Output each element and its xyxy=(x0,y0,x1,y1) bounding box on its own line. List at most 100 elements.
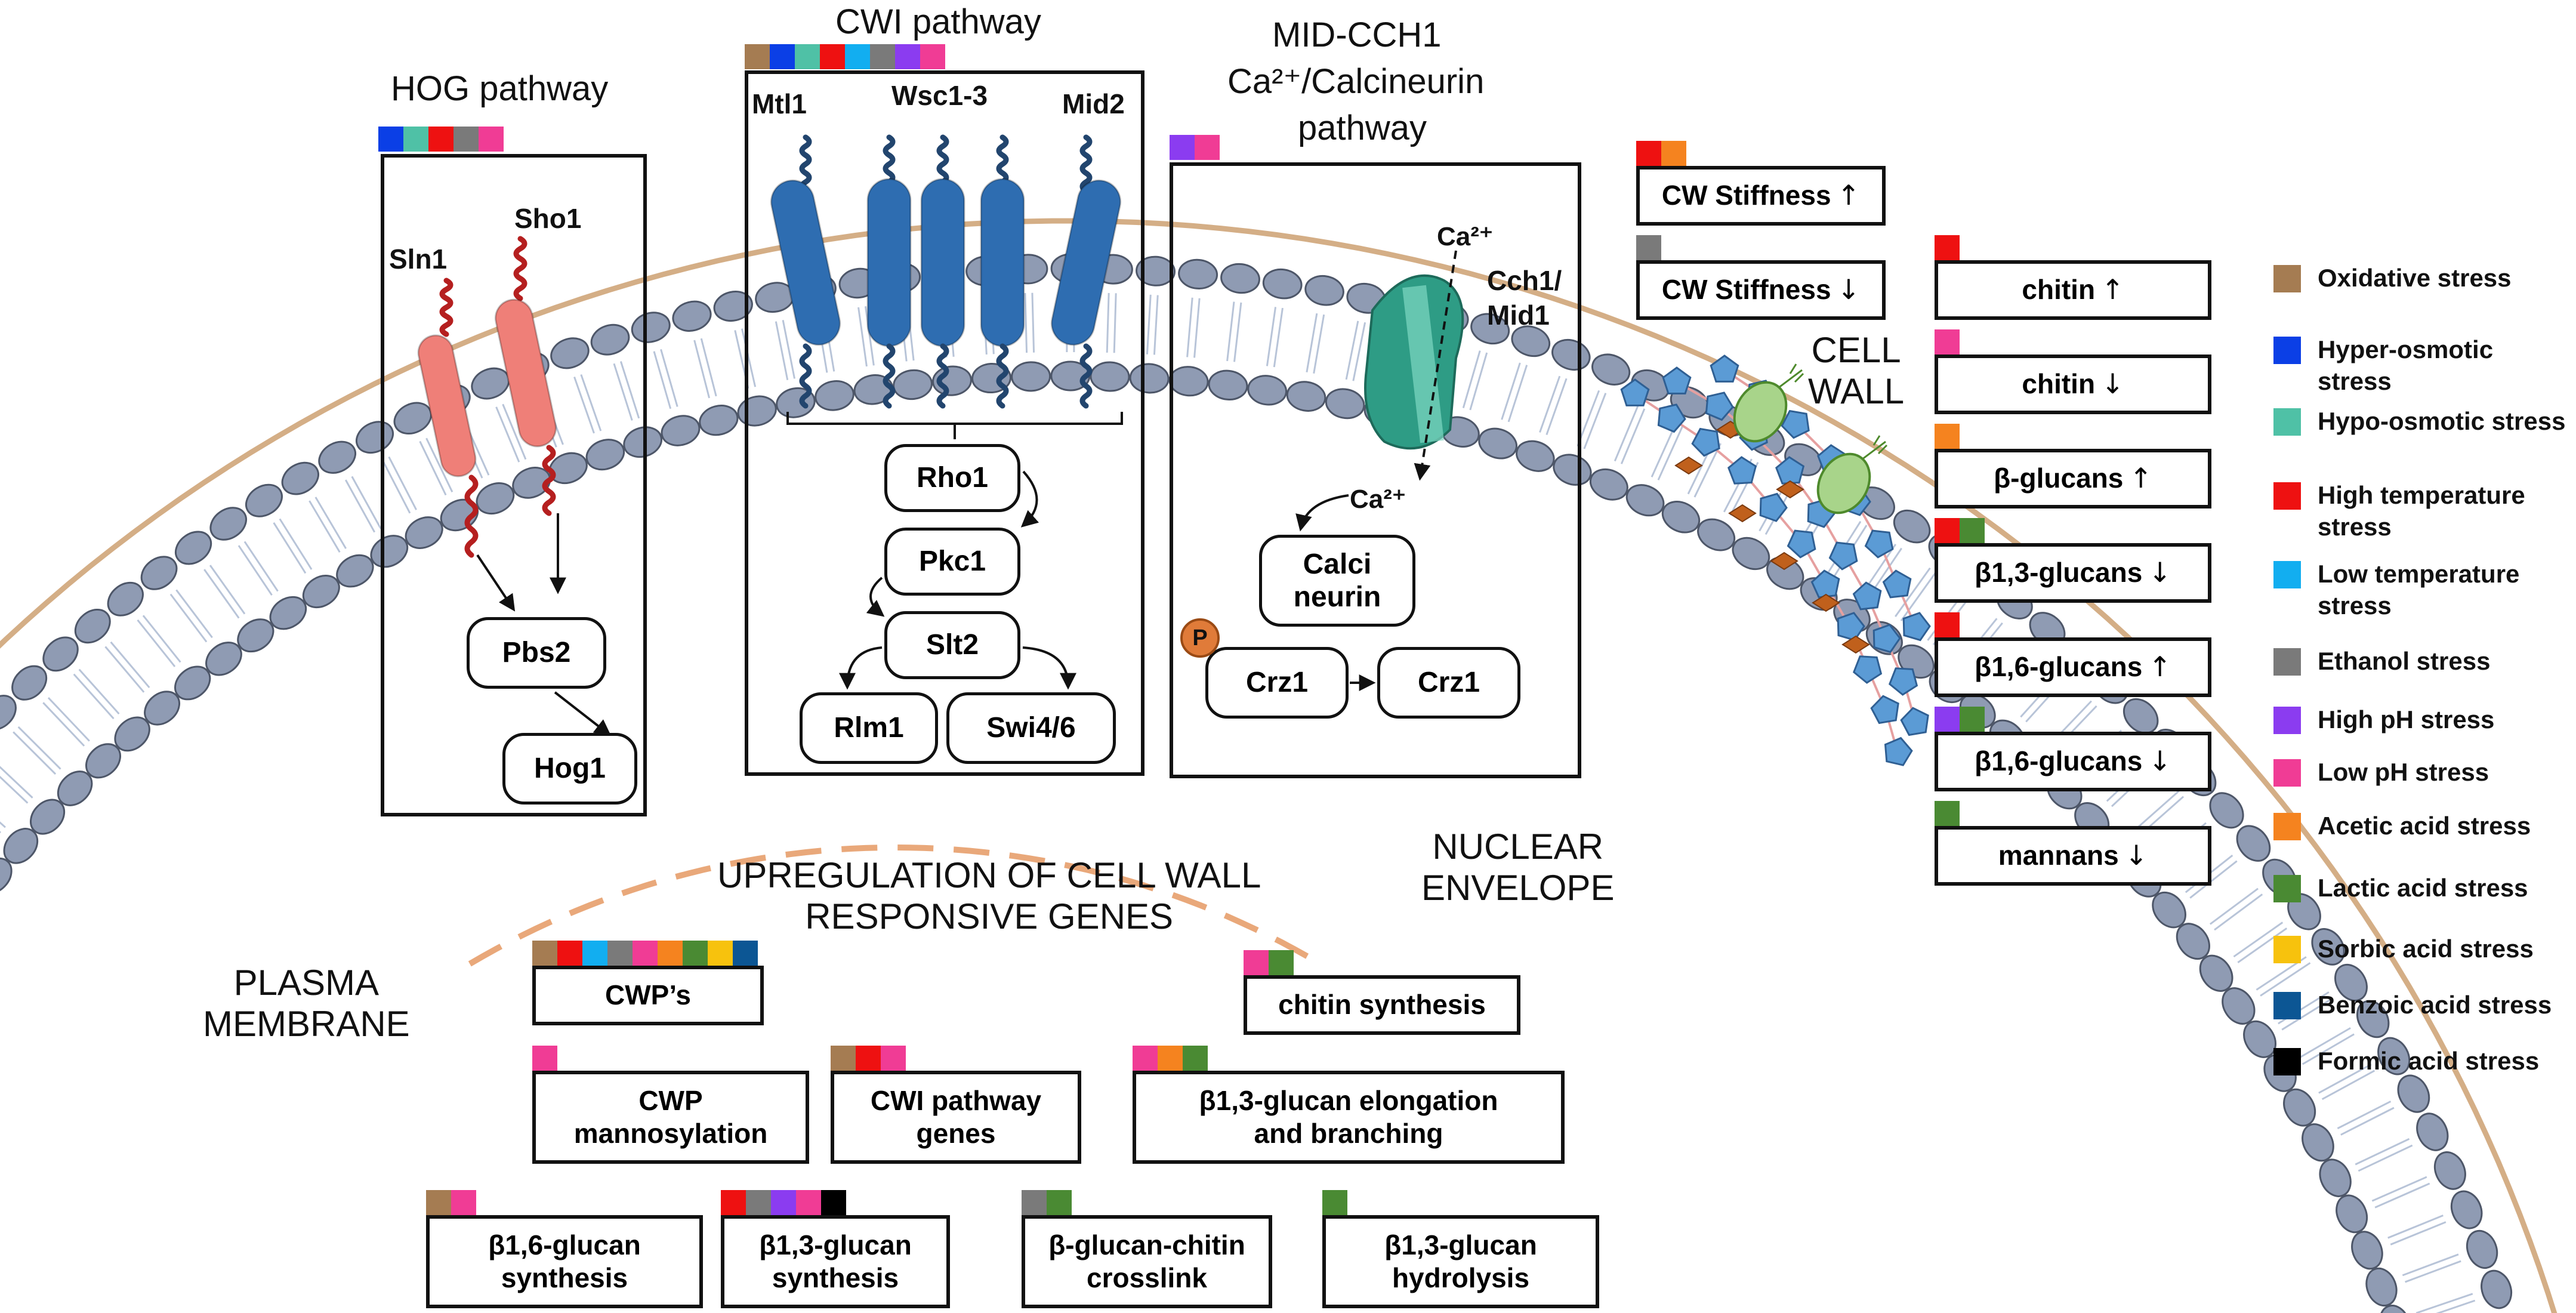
legend-swatch xyxy=(2273,408,2301,436)
low-ph-stress-swatch xyxy=(920,44,945,69)
upregulation-title: UPREGULATION OF CELL WALL RESPONSIVE GEN… xyxy=(717,855,1261,936)
legend-label: Oxidative stress xyxy=(2318,264,2512,292)
high-ph-stress-swatch xyxy=(1935,707,1960,732)
pkc1-node: Pkc1 xyxy=(884,528,1020,596)
legend-swatch xyxy=(2273,936,2301,963)
cell-wall-effect-box: CW Stiffness↓ xyxy=(1636,260,1886,320)
acetic-stress-swatch xyxy=(658,941,683,966)
legend-label: Sorbic acid stress xyxy=(2318,935,2534,963)
cell-wall-effect-box: β1,3-glucans↓ xyxy=(1935,543,2211,603)
low-ph-stress-swatch xyxy=(1935,329,1960,355)
gene-box: β-glucan-chitin crosslink xyxy=(1022,1215,1272,1308)
legend-item-hypo-osmotic: Hypo-osmotic stress xyxy=(2273,406,2568,437)
acetic-stress-swatch xyxy=(1661,141,1686,166)
legend-label: Low temperature stress xyxy=(2318,560,2520,619)
cell-wall-effect-box: β1,6-glucans↓ xyxy=(1935,732,2211,791)
high-temp-stress-swatch xyxy=(1935,235,1960,260)
ca-top-label: Ca²⁺ xyxy=(1437,222,1494,251)
hog-pathway-box xyxy=(381,154,647,816)
oxidative-stress-swatch xyxy=(831,1046,856,1071)
crz1-node: Crz1 xyxy=(1377,647,1520,719)
formic-stress-swatch xyxy=(821,1190,846,1215)
legend-item-acetic: Acetic acid stress xyxy=(2273,810,2568,842)
cell-wall-effect-box: chitin↓ xyxy=(1935,355,2211,414)
arrow-down-icon: ↓ xyxy=(1837,273,1861,306)
legend-label: Benzoic acid stress xyxy=(2318,991,2552,1019)
arrow-up-icon: ↑ xyxy=(2129,462,2152,495)
legend-item-hyper-osmotic: Hyper-osmotic stress xyxy=(2273,334,2568,397)
hog-pathway-title: HOG pathway xyxy=(391,69,609,108)
calcineurin-node: Calci neurin xyxy=(1259,535,1415,627)
wsc-label: Wsc1-3 xyxy=(891,80,988,111)
effect-label: β1,6-glucans xyxy=(1975,745,2143,777)
ethanol-stress-swatch xyxy=(870,44,895,69)
cell-wall-effect-box: β1,6-glucans↑ xyxy=(1935,637,2211,697)
gene-box: CWP’s xyxy=(532,966,764,1025)
low-ph-stress-swatch xyxy=(796,1190,821,1215)
legend-item-high-ph: High pH stress xyxy=(2273,704,2568,736)
lactic-stress-swatch xyxy=(1960,518,1985,543)
membrane-proteins xyxy=(417,134,1464,558)
legend-label: Formic acid stress xyxy=(2318,1047,2540,1075)
gene-box: β1,3-glucan elongation and branching xyxy=(1133,1071,1565,1164)
effect-stress-strip xyxy=(1935,612,1960,637)
low-ph-stress-swatch xyxy=(1195,135,1220,160)
legend-swatch xyxy=(2273,337,2301,364)
effect-stress-strip xyxy=(1935,235,1960,260)
pbs2-node: Pbs2 xyxy=(467,617,606,689)
legend-swatch xyxy=(2273,561,2301,588)
gene-box: chitin synthesis xyxy=(1244,975,1520,1035)
high-temp-stress-swatch xyxy=(1935,518,1960,543)
gene-box: β1,3-glucan hydrolysis xyxy=(1322,1215,1599,1308)
legend-label: Hypo-osmotic stress xyxy=(2318,407,2566,435)
mid-stress-strip xyxy=(1170,135,1220,160)
effect-label: β1,3-glucans xyxy=(1975,557,2143,588)
ca-bottom-label: Ca²⁺ xyxy=(1350,485,1406,514)
lactic-stress-swatch xyxy=(683,941,708,966)
arrow-down-icon: ↓ xyxy=(2124,839,2148,872)
legend-swatch xyxy=(2273,1048,2301,1075)
phosphate-badge: P xyxy=(1180,618,1220,658)
gene-stress-strip xyxy=(1022,1190,1072,1215)
hypo-osmotic-stress-swatch xyxy=(795,44,820,69)
sorbic-stress-swatch xyxy=(708,941,733,966)
legend-item-low-ph: Low pH stress xyxy=(2273,757,2568,788)
mtl1-label: Mtl1 xyxy=(752,88,807,119)
arrow-up-icon: ↑ xyxy=(2101,273,2124,306)
swi46-node: Swi4/6 xyxy=(946,692,1116,764)
lactic-stress-swatch xyxy=(1935,801,1960,826)
high-temp-stress-swatch xyxy=(721,1190,746,1215)
sln1-label: Sln1 xyxy=(389,244,448,275)
signal-arrows xyxy=(476,250,1457,736)
effect-label: mannans xyxy=(1998,840,2119,871)
effect-label: chitin xyxy=(2022,274,2096,306)
benzoic-stress-swatch xyxy=(733,941,758,966)
gene-box: β1,3-glucan synthesis xyxy=(721,1215,950,1308)
effect-stress-strip xyxy=(1636,235,1661,260)
cell-wall-effect-box: CW Stiffness↑ xyxy=(1636,166,1886,226)
cell-wall-components xyxy=(1620,355,1931,766)
effect-label: chitin xyxy=(2022,368,2096,400)
cwi-pathway-title: CWI pathway xyxy=(835,2,1041,41)
hyper-osmotic-stress-swatch xyxy=(378,127,403,152)
nuclear-envelope-label: NUCLEAR ENVELOPE xyxy=(1421,827,1615,908)
mid-pathway-title-line3: pathway xyxy=(1298,109,1427,147)
hypo-osmotic-stress-swatch xyxy=(403,127,428,152)
effect-label: CW Stiffness xyxy=(1661,180,1831,211)
gene-box: CWP mannosylation xyxy=(532,1071,809,1164)
gene-box: CWI pathway genes xyxy=(831,1071,1081,1164)
hyper-osmotic-stress-swatch xyxy=(770,44,795,69)
sho1-label: Sho1 xyxy=(514,203,582,234)
cwi-pathway-box xyxy=(745,70,1144,776)
oxidative-stress-swatch xyxy=(532,941,557,966)
legend-swatch xyxy=(2273,813,2301,840)
cell-wall-effect-box: chitin↑ xyxy=(1935,260,2211,320)
legend-label: High temperature stress xyxy=(2318,481,2525,541)
gene-stress-strip xyxy=(532,1046,557,1071)
hog-stress-strip xyxy=(378,127,504,152)
low-ph-stress-swatch xyxy=(1133,1046,1158,1071)
gene-stress-strip xyxy=(1133,1046,1208,1071)
effect-label: β1,6-glucans xyxy=(1975,651,2143,683)
high-temp-stress-swatch xyxy=(856,1046,881,1071)
